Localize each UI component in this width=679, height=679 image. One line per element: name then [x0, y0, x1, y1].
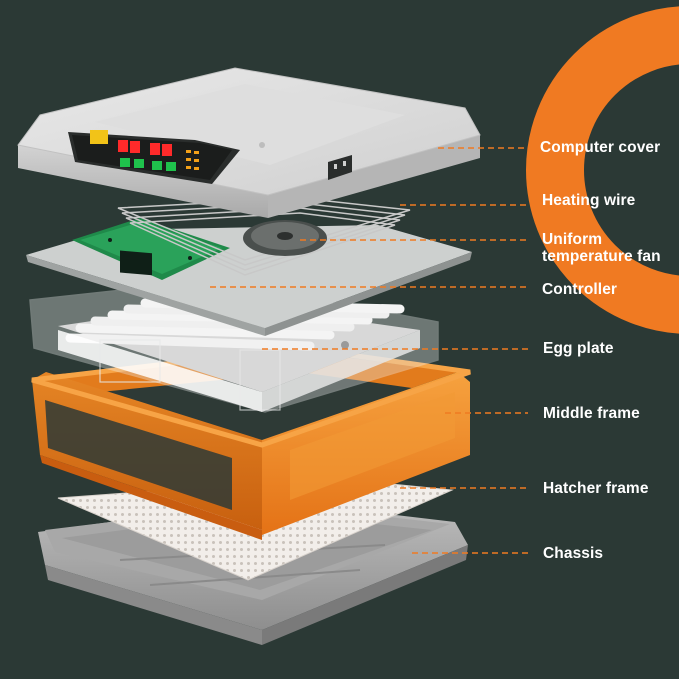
- label-heating-wire: Heating wire: [542, 192, 636, 209]
- label-computer-cover: Computer cover: [540, 139, 661, 156]
- fan-icon: [243, 220, 327, 256]
- label-hatcher-frame: Hatcher frame: [543, 480, 649, 497]
- label-chassis: Chassis: [543, 545, 604, 562]
- label-middle-frame: Middle frame: [543, 405, 640, 422]
- label-line-2: temperature fan: [542, 248, 661, 265]
- power-socket-icon: [328, 155, 352, 180]
- leader-lines: [210, 147, 528, 554]
- computer-cover-part: [17, 67, 481, 218]
- label-egg-plate: Egg plate: [543, 340, 614, 357]
- label-controller: Controller: [542, 281, 618, 298]
- orange-arc-decoration: [526, 6, 679, 334]
- display-panel-icon: [68, 130, 240, 184]
- label-line-1: Uniform: [542, 231, 603, 248]
- egg-plate-part: [29, 279, 439, 413]
- label-uniform-temperature-fan: Uniform temperature fan: [542, 231, 661, 265]
- controller-part: [26, 218, 472, 336]
